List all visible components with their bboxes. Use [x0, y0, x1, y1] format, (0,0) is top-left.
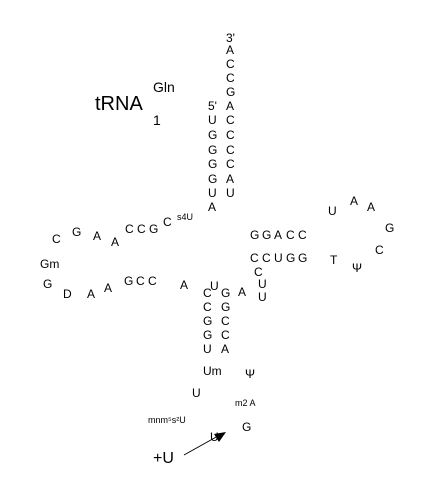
- t-upper-3: C: [286, 228, 295, 242]
- t-variable-4: U: [210, 279, 219, 293]
- t-lower-4: G: [298, 251, 307, 265]
- ac-right-0: G: [221, 300, 230, 314]
- d-lower-5: A: [180, 278, 188, 292]
- ac-loop-g: G: [242, 420, 251, 434]
- t-lower-3: G: [286, 251, 295, 265]
- plus-u-label: +U: [153, 450, 174, 467]
- title-superscript: Gln: [153, 79, 175, 95]
- acceptor-tail-c1: C: [226, 57, 235, 71]
- acceptor-left-1: G: [208, 128, 217, 142]
- d-lower-2: G: [124, 274, 133, 288]
- acceptor-left-6: A: [208, 200, 216, 214]
- acceptor-right-6: A: [226, 172, 234, 186]
- acceptor-right-1: A: [226, 99, 234, 113]
- t-upper-2: A: [274, 228, 282, 242]
- ac-top-c: C: [203, 286, 212, 300]
- d-upper-3: A: [111, 235, 119, 249]
- t-variable-0: C: [254, 265, 263, 279]
- ac-loop-u: U: [192, 386, 201, 400]
- ac-loop-m2a: m2 A: [235, 398, 256, 408]
- acceptor-stem: 3' A C C 5' U G G G G U A G A C C C C A …: [208, 31, 235, 214]
- t-lower-1: C: [262, 251, 271, 265]
- acceptor-right-2: C: [226, 113, 235, 127]
- anticodon-arm: C G C G G U G C C A Um Ψ U m2 A mnm⁵s²U …: [148, 286, 256, 444]
- s4u-label: s4U: [177, 212, 193, 222]
- ac-loop-psi: Ψ: [245, 367, 255, 381]
- d-lower-4: C: [148, 274, 157, 288]
- three-prime-label: 3': [226, 31, 235, 45]
- acceptor-tail-c2: C: [226, 71, 235, 85]
- d-upper-0: C: [52, 232, 61, 246]
- acceptor-right-7: U: [226, 186, 235, 200]
- t-upper-0: G: [250, 228, 259, 242]
- acceptor-left-5: U: [208, 186, 217, 200]
- t-upper-4: C: [298, 228, 307, 242]
- ac-left-2: G: [203, 328, 212, 342]
- ac-right-3: A: [221, 342, 229, 356]
- ac-top-g: G: [221, 286, 230, 300]
- t-variable-2: U: [258, 277, 267, 291]
- d-upper-4: C: [125, 222, 134, 236]
- ac-left-3: U: [203, 342, 212, 356]
- d-lower-0: A: [87, 287, 95, 301]
- d-upper-6: G: [149, 222, 158, 236]
- d-lower-1: A: [104, 281, 112, 295]
- ac-left-1: G: [203, 314, 212, 328]
- d-upper-1: G: [72, 225, 81, 239]
- ac-right-2: C: [221, 328, 230, 342]
- t-loop-6: T: [330, 253, 338, 267]
- ac-right-1: C: [221, 314, 230, 328]
- title-subscript: 1: [153, 112, 161, 128]
- acceptor-left-2: G: [208, 143, 217, 157]
- acceptor-left-0: U: [208, 113, 217, 127]
- t-arm: G G A C C C C U G G U A A G C Ψ T C A U …: [210, 194, 394, 304]
- acceptor-right-5: C: [226, 157, 235, 171]
- d-upper-7: C: [163, 215, 172, 229]
- d-loop-g: G: [43, 277, 52, 291]
- title-base: tRNA: [95, 93, 143, 115]
- t-variable-3: U: [258, 290, 267, 304]
- d-loop-gm: Gm: [40, 257, 59, 271]
- t-upper-1: G: [262, 228, 271, 242]
- five-prime-label: 5': [208, 99, 217, 113]
- title: tRNA Gln 1: [95, 79, 175, 128]
- d-lower-3: C: [136, 274, 145, 288]
- ac-loop-mnm: mnm⁵s²U: [148, 415, 186, 425]
- ac-left-0: C: [203, 300, 212, 314]
- ac-loop-u2: U: [210, 430, 219, 444]
- acceptor-right-4: C: [226, 143, 235, 157]
- t-loop-3: G: [385, 221, 394, 235]
- t-loop-4: C: [375, 243, 384, 257]
- d-arm: C G A A C C G C s4U Gm G D A A G C C A: [40, 212, 193, 301]
- t-loop-1: A: [350, 194, 358, 208]
- acceptor-tail-a: A: [226, 43, 234, 57]
- d-upper-2: A: [93, 229, 101, 243]
- t-loop-2: A: [367, 200, 375, 214]
- acceptor-left-3: G: [208, 157, 217, 171]
- t-loop-0: U: [328, 204, 337, 218]
- plus-u-annotation: +U: [153, 432, 226, 467]
- ac-loop-um: Um: [203, 364, 222, 378]
- acceptor-right-3: C: [226, 128, 235, 142]
- acceptor-left-4: G: [208, 172, 217, 186]
- arrow-head-icon: [214, 432, 226, 442]
- t-variable-1: A: [238, 285, 246, 299]
- t-loop-5: Ψ: [352, 261, 362, 275]
- d-loop-d: D: [63, 287, 72, 301]
- plus-u-arrow-line: [183, 435, 219, 456]
- acceptor-right-0: G: [226, 85, 235, 99]
- t-lower-0: C: [250, 251, 259, 265]
- d-upper-5: C: [137, 222, 146, 236]
- t-lower-2: U: [274, 251, 283, 265]
